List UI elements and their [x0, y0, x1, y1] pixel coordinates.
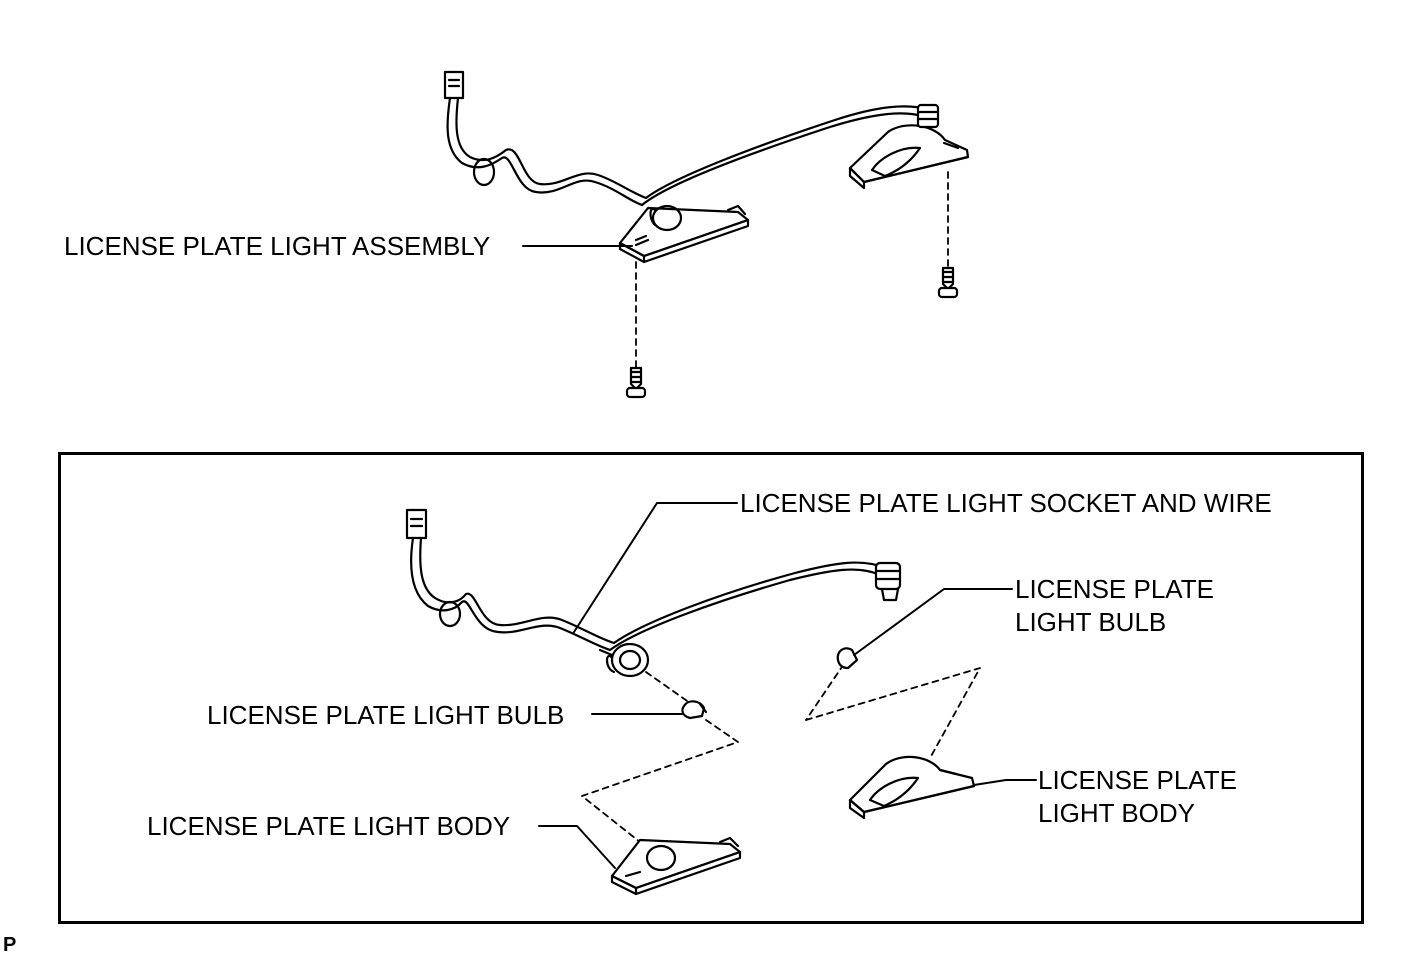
socket-wire-harness: [410, 536, 887, 652]
screw-icon: [937, 266, 959, 299]
label-bulb-right: LICENSE PLATE LIGHT BULB: [1015, 573, 1214, 639]
label-body-right-line2: LIGHT BODY: [1038, 798, 1196, 828]
exploded-drawing: [405, 502, 1037, 896]
label-bulb-right-line1: LICENSE PLATE: [1015, 574, 1214, 604]
wire-harness: [446, 96, 932, 207]
light-body-right: [848, 755, 976, 820]
label-body-right-line1: LICENSE PLATE: [1038, 765, 1237, 795]
assembly-lamp-left: [618, 204, 750, 264]
label-bulb-left: LICENSE PLATE LIGHT BULB: [207, 700, 565, 730]
figure-code: P: [3, 934, 17, 956]
socket-right: [874, 561, 902, 602]
socket-left: [598, 642, 650, 678]
light-body-left: [610, 836, 742, 896]
bulb-icon: [836, 647, 859, 670]
label-socket-and-wire: LICENSE PLATE LIGHT SOCKET AND WIRE: [740, 488, 1272, 518]
label-bulb-right-line2: LIGHT BULB: [1015, 607, 1167, 637]
label-assembly: LICENSE PLATE LIGHT ASSEMBLY: [64, 231, 491, 261]
assembly-lamp-right: [848, 103, 970, 190]
label-body-right: LICENSE PLATE LIGHT BODY: [1038, 764, 1237, 830]
bulb-icon: [681, 700, 708, 720]
connector-icon: [405, 508, 428, 540]
assembly-drawing: [443, 70, 970, 399]
connector-icon: [443, 70, 465, 100]
label-body-left: LICENSE PLATE LIGHT BODY: [147, 811, 511, 841]
detail-frame: [58, 452, 1364, 924]
screw-icon: [625, 366, 647, 399]
